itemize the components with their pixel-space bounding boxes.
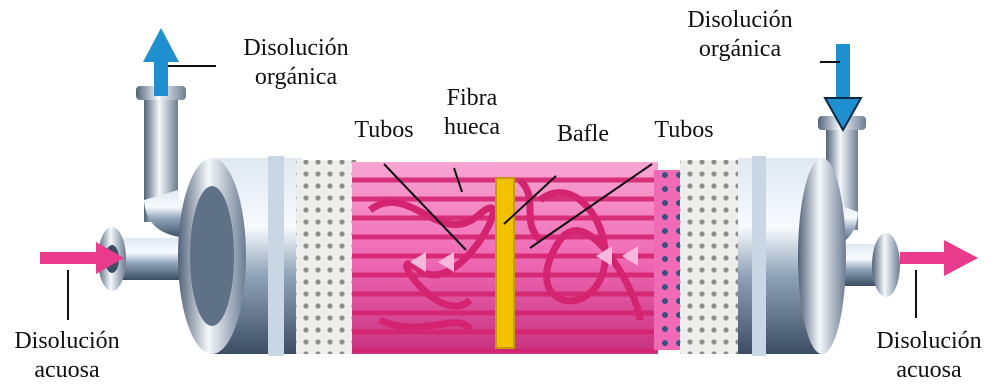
label-baffle: Bafle (550, 120, 616, 149)
label-organic-in: Disolución orgánica (670, 6, 810, 64)
right-distributor-mesh (680, 160, 742, 354)
label-organic-out: Disolución orgánica (226, 34, 366, 92)
label-tubes-right: Tubos (648, 116, 720, 145)
left-end-cap (178, 156, 302, 356)
left-distributor-mesh (296, 160, 356, 354)
baffle-plate (496, 178, 514, 348)
right-end-cap (738, 156, 846, 356)
label-hollow-fiber: Fibra hueca (436, 84, 508, 142)
organic-out-arrow (143, 28, 179, 96)
label-tubes-left: Tubos (348, 116, 420, 145)
label-aqueous-in: Disolución acuosa (2, 327, 132, 385)
aqueous-out-arrow (900, 240, 978, 276)
fiber-ends (654, 170, 684, 350)
label-aqueous-out: Disolución acuosa (864, 327, 994, 385)
